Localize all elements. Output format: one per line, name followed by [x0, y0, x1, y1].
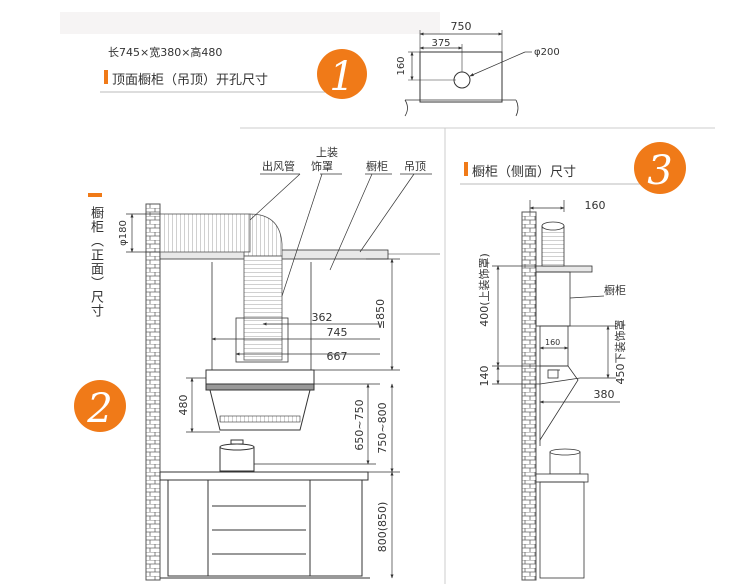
dim-lines-front	[126, 173, 432, 579]
section1-title-marker	[104, 70, 108, 84]
section3-number: 3	[647, 148, 672, 194]
dim-800-850: 800(850)	[376, 502, 389, 553]
dim-745: 745	[327, 326, 348, 339]
section1-number: 1	[329, 54, 354, 100]
label-cabinet: 橱柜	[366, 159, 388, 173]
section3-number-circle	[634, 142, 686, 194]
section2-title-marker	[88, 193, 102, 197]
dim-667: 667	[327, 350, 348, 363]
side-view-drawing	[535, 221, 593, 579]
upper-cover	[211, 262, 312, 370]
label-cover-bottom: 饰罩	[311, 159, 333, 173]
section1-number-circle	[317, 49, 367, 99]
lower-cabinet	[159, 471, 370, 579]
dim-diameter-200: φ200	[534, 47, 560, 58]
side-label-cabinet: 橱柜	[604, 283, 626, 297]
spec-text: 长745×宽380×高480	[108, 46, 223, 59]
dim-650-750: 650~750	[353, 399, 366, 450]
dim-phi180: φ180	[118, 220, 129, 246]
section2-number: 2	[86, 386, 112, 432]
dim-lines-side	[492, 200, 620, 404]
section2-number-circle	[74, 380, 126, 432]
side-dim-140: 140	[478, 366, 491, 387]
duct-vertical	[243, 255, 283, 361]
top-view-drawing	[404, 30, 532, 117]
dim-160-height: 160	[396, 56, 407, 75]
label-ceiling: 吊顶	[404, 160, 426, 173]
side-label-upper: 400(上装饰罩)	[477, 253, 491, 327]
section3-title: 橱柜（侧面）尺寸	[472, 165, 577, 180]
hood-body	[205, 369, 315, 431]
duct-elbow	[243, 213, 283, 257]
dim-362: 362	[312, 311, 333, 324]
side-dim-160-small: 160	[545, 338, 560, 347]
label-cover-top: 上装	[316, 146, 338, 159]
dim-le850: ≤850	[374, 299, 387, 329]
brick-wall-side	[521, 211, 537, 581]
section1-title: 顶面橱柜（吊顶）开孔尺寸	[112, 73, 269, 88]
side-dim-380: 380	[594, 388, 615, 401]
pot	[219, 439, 255, 472]
dim-750-800: 750~800	[376, 402, 389, 453]
section3-title-marker	[464, 162, 468, 176]
side-dim-160-top: 160	[585, 199, 606, 212]
header-fade	[60, 12, 440, 34]
section2-title: 橱柜（正面）尺寸	[88, 206, 103, 318]
brick-wall-front	[145, 203, 161, 581]
dim-480: 480	[177, 395, 190, 416]
side-label-lower: 450下装饰罩	[613, 320, 627, 385]
duct-horizontal	[159, 213, 251, 253]
dim-375: 375	[431, 38, 450, 49]
dim-750: 750	[451, 20, 472, 33]
label-duct: 出风管	[262, 159, 295, 173]
